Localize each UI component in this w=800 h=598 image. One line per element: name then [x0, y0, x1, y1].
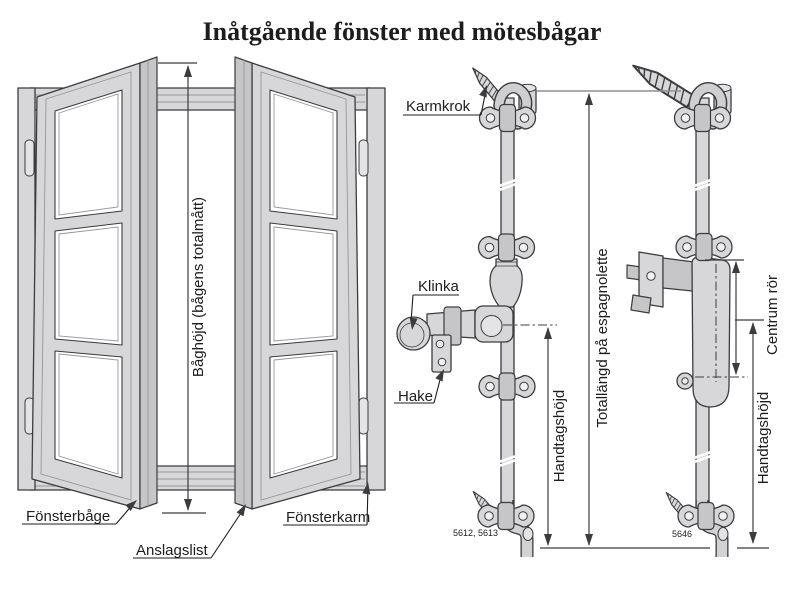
hardware-callouts: Karmkrok Klinka Hake: [394, 83, 491, 405]
right-sash: [234, 56, 361, 510]
left-pane-3: [54, 350, 123, 479]
left-pane-1: [54, 89, 123, 220]
keeper-plate: [673, 103, 732, 133]
latch-boss: [480, 315, 503, 337]
hinge-left-top: [24, 139, 35, 177]
handle-grip: [691, 256, 731, 408]
hinge-right-bottom: [358, 397, 369, 435]
right-pane-1: [269, 89, 338, 220]
arrow-up: [544, 327, 552, 339]
frame-hook-callout-label: Karmkrok: [406, 98, 471, 115]
left-sash-edge: [139, 56, 158, 510]
espagnolette-left: 5612, 5613: [396, 64, 537, 557]
hook-callout-label: Hake: [398, 388, 433, 405]
stop-strip-callout-label: Anslagslist: [136, 542, 209, 559]
window-illustration: Båghöjd (bågens totalmått) Fönsterbåge A…: [17, 56, 386, 559]
total-length-label: Totallängd på espagnolette: [594, 248, 611, 427]
right-sash-edge: [234, 56, 253, 510]
frame-right-board: [366, 87, 386, 491]
handle-assembly: [626, 251, 731, 408]
keeper-plate: [477, 501, 535, 531]
sash-callout-label: Fönsterbåge: [26, 508, 110, 525]
keeper-plate: [677, 501, 735, 531]
left-sash: [31, 56, 158, 510]
center-tube-dimension: Centrum rör: [695, 259, 781, 378]
arrow-down: [732, 363, 740, 375]
handle-height-label-left: Handtagshöjd: [551, 390, 568, 483]
page-title: Inåtgående fönster med mötesbågar: [203, 17, 602, 46]
left-pane-2: [54, 222, 123, 346]
sash-height-label: Båghöjd (bågens totalmått): [190, 197, 207, 377]
screw-top: [628, 58, 696, 109]
arrow-down: [749, 532, 757, 544]
arrow-down: [585, 534, 593, 546]
handle-height-dimension-left: Handtagshöjd: [544, 327, 568, 546]
part-numbers: 5612, 5613: [453, 528, 498, 538]
handle-height-label-right: Handtagshöjd: [755, 392, 772, 485]
keeper-plate: [478, 103, 537, 133]
window-callouts: Fönsterbåge Anslagslist Fönsterkarm: [22, 481, 372, 559]
arrow-down: [544, 534, 552, 546]
keeper-plate: [478, 372, 536, 401]
arrow-up: [585, 93, 593, 105]
arrow-up: [732, 261, 740, 273]
latch-mechanism: [396, 305, 514, 373]
hardware-dimensions: Handtagshöjd Totallängd på espagnolette …: [503, 90, 781, 549]
arrow-down: [184, 499, 192, 511]
right-pane-3: [269, 350, 338, 479]
sash-height-dimension: Båghöjd (bågens totalmått): [158, 62, 207, 514]
hinge-right-top: [358, 139, 369, 177]
latch-grip: [489, 258, 523, 308]
right-pane-2: [269, 222, 338, 346]
center-tube-label: Centrum rör: [764, 275, 781, 355]
latch-callout-label: Klinka: [418, 278, 460, 295]
espagnolette-right: 5646: [626, 58, 735, 557]
keeper-plate: [675, 232, 733, 262]
handle-height-dimension-right: Handtagshöjd: [735, 319, 772, 544]
frame-callout-label: Fönsterkarm: [286, 509, 370, 526]
mount-flange: [630, 294, 652, 314]
total-length-dimension: Totallängd på espagnolette: [585, 93, 611, 546]
keeper-plate: [477, 233, 536, 262]
part-number: 5646: [672, 529, 692, 539]
arrow-up: [749, 322, 757, 334]
arrow-up: [184, 65, 192, 77]
